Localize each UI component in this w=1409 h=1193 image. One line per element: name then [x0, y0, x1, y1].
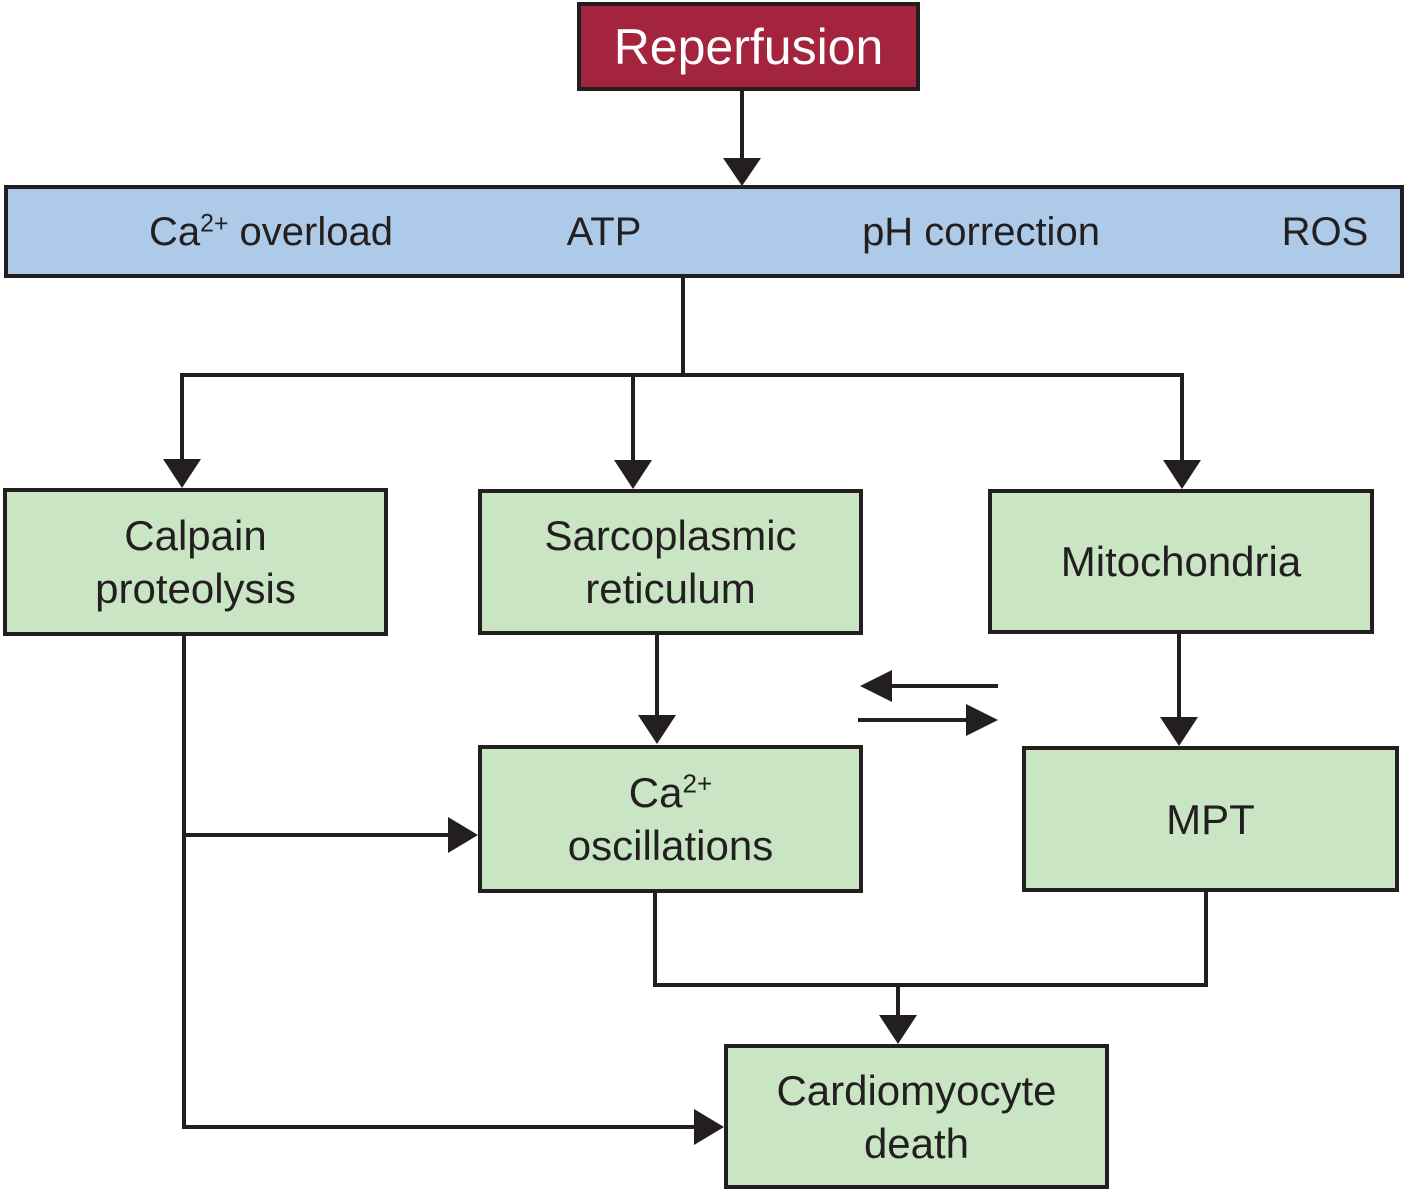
sarcoplasmic-line1: Sarcoplasmic	[544, 512, 797, 559]
arrow-reperfusion-to-factors	[723, 90, 761, 186]
calpain-line1: Calpain	[124, 512, 267, 559]
mitochondria-label: Mitochondria	[1060, 538, 1302, 585]
ca-oscillations-line1: Ca2+	[629, 766, 712, 819]
cardiomyocyte-death-box: Cardiomyocyte death	[724, 1044, 1109, 1189]
factor-ros: ROS	[1282, 208, 1369, 256]
branch-trunk-line	[180, 277, 1184, 377]
factor-atp: ATP	[567, 208, 642, 256]
factor-ca-overload-rest: overload	[228, 209, 393, 254]
arrow-calpain-to-death	[182, 1109, 724, 1145]
mitochondria-box: Mitochondria	[988, 489, 1374, 634]
death-line1: Cardiomyocyte	[776, 1066, 1057, 1114]
reperfusion-box: Reperfusion	[577, 2, 920, 91]
factor-ph-correction-label: pH correction	[862, 209, 1100, 254]
arrow-calpain-to-ca-oscillations	[182, 817, 478, 853]
equilibrium-arrow-left	[860, 670, 998, 702]
ca-oscillations-base: Ca	[628, 769, 683, 816]
calpain-line2: proteolysis	[95, 565, 296, 612]
factor-ros-label: ROS	[1281, 209, 1369, 254]
arrow-merge-to-death	[879, 985, 917, 1044]
mpt-label: MPT	[1166, 795, 1255, 843]
mpt-box: MPT	[1022, 746, 1399, 892]
sarcoplasmic-reticulum-box: Sarcoplasmic reticulum	[478, 489, 863, 635]
factor-ca-overload-base: Ca	[149, 209, 201, 254]
arrow-sarcoplasmic-to-ca-oscillations	[638, 633, 676, 744]
reperfusion-label: Reperfusion	[613, 18, 884, 75]
ca-oscillations-sup: 2+	[682, 768, 713, 799]
arrow-to-sarcoplasmic	[614, 375, 652, 489]
ca-oscillations-box: Ca2+ oscillations	[478, 745, 863, 893]
arrow-to-calpain	[163, 375, 201, 488]
merge-lines	[653, 890, 1208, 987]
sarcoplasmic-line2: reticulum	[585, 565, 756, 612]
factors-bar: Ca2+ overload ATP pH correction ROS	[4, 185, 1404, 278]
calpain-proteolysis-box: Calpain proteolysis	[3, 488, 388, 636]
factor-atp-label: ATP	[566, 209, 642, 254]
factor-ca-overload-sup: 2+	[200, 209, 229, 237]
death-line2: death	[863, 1119, 970, 1167]
ca-oscillations-line2: oscillations	[567, 822, 774, 869]
factor-ph-correction: pH correction	[862, 208, 1100, 256]
factor-ca-overload: Ca2+ overload	[149, 208, 393, 256]
arrow-mitochondria-to-mpt	[1160, 632, 1198, 746]
equilibrium-arrow-right	[858, 704, 998, 736]
arrow-to-mitochondria	[1163, 375, 1201, 489]
